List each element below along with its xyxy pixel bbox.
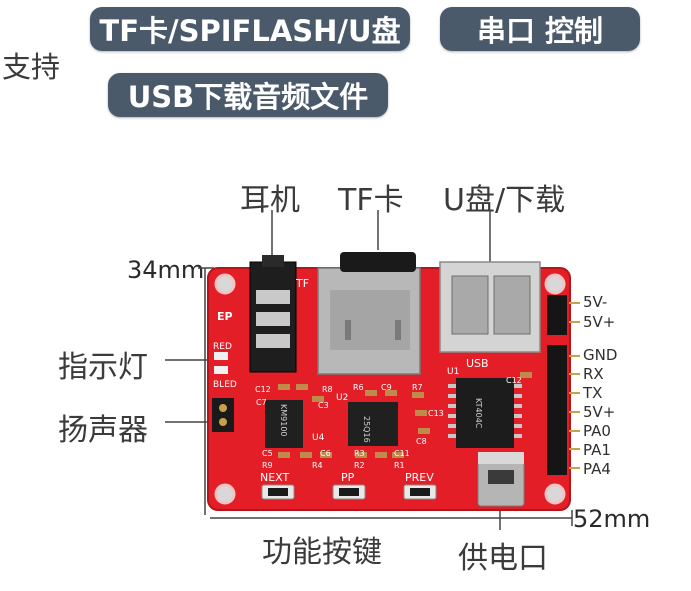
silk-c8: C8 xyxy=(416,437,427,446)
pin-label-pa1: PA1 xyxy=(583,441,611,459)
silk-u2: U2 xyxy=(336,393,348,403)
chip-u4-marking: KM9100 xyxy=(279,404,288,437)
silk-u1: U1 xyxy=(447,367,459,377)
feature-tf-spiflash-udisk: TF卡/SPIFLASH/U盘 xyxy=(90,7,410,51)
label-tf-card: TF卡 xyxy=(338,183,404,218)
label-speaker: 扬声器 xyxy=(58,413,148,448)
pin-label-5v-plus-top: 5V+ xyxy=(583,313,616,331)
pin-label-pa0: PA0 xyxy=(583,422,611,440)
pin-label-5v-plus: 5V+ xyxy=(583,403,616,421)
silk-r6: R6 xyxy=(353,383,364,392)
silk-tf: TF xyxy=(295,277,309,290)
silk-c5: C5 xyxy=(262,449,273,458)
silk-r3: R3 xyxy=(354,449,365,458)
dimension-width: 52mm xyxy=(573,505,651,533)
silk-c12a: C12 xyxy=(255,385,271,394)
label-earphone: 耳机 xyxy=(240,183,300,218)
silk-c11: C11 xyxy=(394,449,410,458)
pin-label-gnd: GND xyxy=(583,346,618,364)
pin-label-rx: RX xyxy=(583,365,604,383)
support-label: 支持 xyxy=(2,50,61,84)
silk-bled: BLED xyxy=(213,380,237,390)
label-power-port: 供电口 xyxy=(458,541,548,576)
silk-r4: R4 xyxy=(312,461,323,470)
label-indicator: 指示灯 xyxy=(58,350,148,385)
silk-ep: EP xyxy=(217,310,233,323)
silk-pp: PP xyxy=(341,471,355,484)
label-function-keys: 功能按键 xyxy=(262,535,382,570)
silk-c9: C9 xyxy=(381,383,392,392)
silk-c7: C7 xyxy=(256,398,267,407)
feature-serial-control: 串口 控制 xyxy=(440,7,640,51)
silk-c13: C13 xyxy=(428,409,444,418)
silk-red: RED xyxy=(213,342,232,352)
silk-u4: U4 xyxy=(312,433,325,443)
dimension-height: 34mm xyxy=(127,256,205,284)
pin-label-tx: TX xyxy=(583,384,603,402)
silk-r8: R8 xyxy=(322,385,333,394)
silk-r2: R2 xyxy=(354,461,365,470)
silk-usb: USB xyxy=(466,357,489,370)
silk-r1: R1 xyxy=(394,461,405,470)
silk-r9: R9 xyxy=(262,461,273,470)
pin-label-pa4: PA4 xyxy=(583,460,611,478)
silk-c3: C3 xyxy=(318,401,329,410)
chip-u2-marking: 25Q16 xyxy=(362,416,371,443)
silk-c12b: C12 xyxy=(506,376,522,385)
pin-label-5v-minus: 5V- xyxy=(583,293,608,311)
chip-u1-marking: KT404C xyxy=(474,398,483,429)
silk-r7: R7 xyxy=(412,383,423,392)
silk-prev: PREV xyxy=(405,471,434,484)
silk-next: NEXT xyxy=(260,471,290,484)
silk-c6: C6 xyxy=(320,449,331,458)
feature-usb-download: USB下载音频文件 xyxy=(108,73,388,117)
label-udisk-download: U盘/下载 xyxy=(443,183,566,218)
